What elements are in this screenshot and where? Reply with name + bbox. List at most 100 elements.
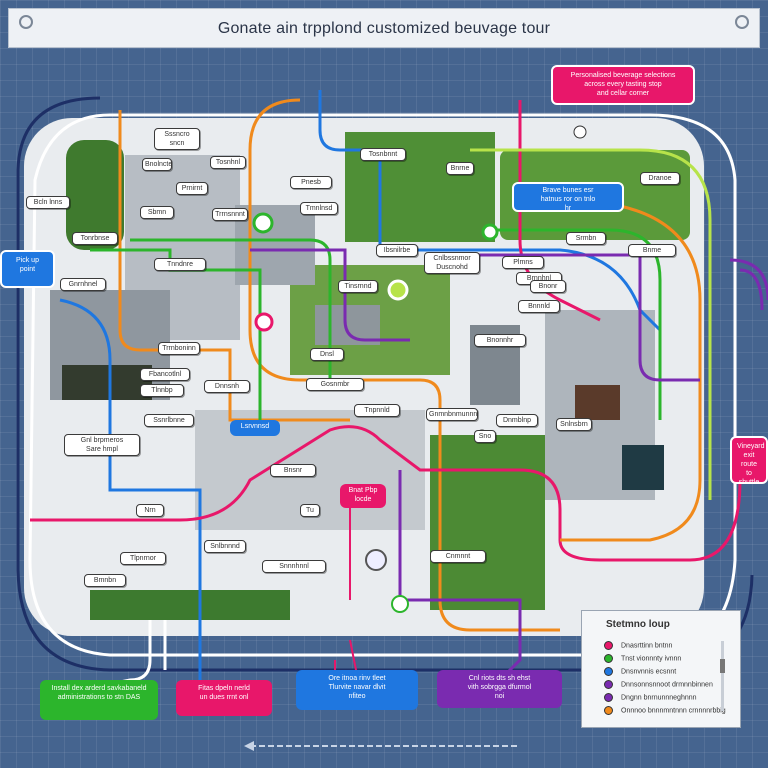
map-label[interactable]: Pnesb [290, 176, 332, 189]
legend-swatch-icon [604, 641, 613, 650]
stop-marker-icon[interactable] [252, 212, 274, 234]
stop-marker-icon[interactable] [365, 549, 387, 571]
legend-title: Stetmno loup [606, 619, 670, 630]
map-label[interactable]: Cnlbssnmor Duscnohd [424, 252, 480, 274]
legend-item: Dngnn bnrnunnneghnnn [604, 693, 697, 702]
map-label[interactable]: Bnonr [530, 280, 566, 293]
map-label[interactable]: Tosnhnl [210, 156, 246, 169]
pin-icon [19, 15, 33, 29]
callout-green: Install dex arderd savkabaneld administr… [40, 680, 158, 720]
map-label[interactable]: Snnnhnnl [262, 560, 326, 573]
map-label[interactable]: Sno [474, 430, 496, 443]
map-label[interactable]: Gnrnhnel [60, 278, 106, 291]
map-label[interactable]: Ssnrlbnne [144, 414, 194, 427]
legend-panel: Stetmno loup Dnasrttinn bntnn Tnst vionn… [581, 610, 741, 728]
legend-scrollbar[interactable] [720, 641, 725, 711]
white-route [79, 620, 167, 692]
scale-bar [244, 741, 520, 751]
legend-item: Dnnsonnsnnoot drmnnbinnen [604, 680, 713, 689]
map-label[interactable]: Srmbn [566, 232, 606, 245]
map-label[interactable]: Cnmnnt [430, 550, 486, 563]
map-label[interactable]: Trrnboninn [158, 342, 200, 355]
map-label[interactable]: Ibsnilrbe [376, 244, 418, 257]
building-block [235, 205, 315, 285]
callout-pickup: Pick up point [0, 250, 55, 288]
map-label[interactable]: Bcln lnns [26, 196, 70, 209]
legend-item: Tnst vionnnty ivnnn [604, 654, 681, 663]
map-label[interactable]: Tinsrnnd [338, 280, 378, 293]
orange-route [248, 98, 560, 632]
map-label[interactable]: Prnirnt [176, 182, 208, 195]
map-label[interactable]: Gnmnbnmunnn [426, 408, 478, 421]
legend-swatch-icon [604, 680, 613, 689]
map-label[interactable]: Tlnnbp [140, 384, 184, 397]
map-label[interactable]: Snlbnnnd [204, 540, 246, 553]
map-label[interactable]: Tmnlnsd [300, 202, 338, 215]
map-label[interactable]: Dnmblnp [496, 414, 538, 427]
blue-route [318, 90, 662, 332]
map-label[interactable]: Sbmn [140, 206, 174, 219]
legend-scroll-thumb[interactable] [720, 659, 725, 673]
map-label[interactable]: Dranoe [640, 172, 680, 185]
stop-marker-icon[interactable] [573, 125, 587, 139]
callout-purple: Cnl riots dts sh ehst vith sobrgga dfurm… [437, 670, 562, 708]
callout-blue: Ore itnoa rinv tleet Tlurvite navar dlvi… [296, 670, 418, 710]
bottle-rack [62, 365, 152, 400]
map-label[interactable]: Nrn [136, 504, 164, 517]
map-label[interactable]: Bnolncte [142, 158, 172, 171]
legend-item: Dnasrttinn bntnn [604, 641, 672, 650]
vineyard-patch [430, 435, 545, 610]
map-label[interactable]: Trrnsnnnt [212, 208, 248, 221]
map-label[interactable]: Bnsnr [270, 464, 316, 477]
legend-swatch-icon [604, 667, 613, 676]
legend-swatch-icon [604, 654, 613, 663]
map-label[interactable]: Snlnsbrn [556, 418, 592, 431]
map-label[interactable]: Bnme [628, 244, 676, 257]
callout-center-blue: Lsrvnnsd [230, 420, 280, 436]
pin-icon [735, 15, 749, 29]
callout-center-pink: Bnat Pbp locde [340, 484, 386, 508]
map-label[interactable]: Dnsl [310, 348, 344, 361]
map-label[interactable]: Tonrbnse [72, 232, 118, 245]
purple-route [250, 248, 410, 342]
map-label[interactable]: Bmnbn [84, 574, 126, 587]
map-label[interactable]: Tu [300, 504, 320, 517]
map-label[interactable]: Gnl brpmeros Sare hmpl [64, 434, 140, 456]
vineyard-patch [90, 590, 290, 620]
title-bar: Gonate ain trpplond customized beuvage t… [8, 8, 760, 48]
stop-marker-icon[interactable] [387, 279, 409, 301]
callout-info-blue: Brave bunes esr hatnus ror on tnlo hr [512, 182, 624, 212]
map-label[interactable]: Tosnbnnt [360, 148, 406, 161]
barrel-row [315, 305, 380, 345]
map-label[interactable]: Tnndnre [154, 258, 206, 271]
map-label[interactable]: Bnrne [446, 162, 474, 175]
crate-block [575, 385, 620, 420]
map-label[interactable]: Plmns [502, 256, 544, 269]
map-label[interactable]: Sssncro sncn [154, 128, 200, 150]
callout-pink: Fitas dpeln nerld un dues rrnt onl [176, 680, 272, 716]
green-route [130, 238, 332, 380]
legend-item: Dnsnvnnis ecsnnt [604, 667, 676, 676]
stop-marker-icon[interactable] [481, 223, 499, 241]
orange-route [559, 198, 702, 542]
vineyard-patch [66, 140, 124, 250]
blue-route [59, 298, 202, 700]
stop-marker-icon[interactable] [254, 312, 274, 332]
map-label[interactable]: Gosnmbr [306, 378, 364, 391]
page-title: Gonate ain trpplond customized beuvage t… [217, 20, 551, 37]
map-label[interactable]: Fbancotlnl [140, 368, 190, 381]
map-label[interactable]: Dnnsnh [204, 380, 250, 393]
lime-route [470, 148, 712, 500]
green-route [490, 228, 662, 420]
callout-exit: Vineyard exit route to shuttle [730, 436, 768, 484]
map-label[interactable]: Bnonnhr [474, 334, 526, 347]
tank-block [622, 445, 664, 490]
callout-top-right: Personalised beverage selections across … [551, 65, 695, 105]
legend-item: Onnnoo bnnnmntnnn crnnnnrbbig [604, 706, 726, 715]
stop-marker-icon[interactable] [391, 595, 409, 613]
map-label[interactable]: Tlpnrnor [120, 552, 166, 565]
map-label[interactable]: Tnpnnld [354, 404, 400, 417]
purple-route [470, 253, 700, 382]
map-label[interactable]: Bnnnld [518, 300, 560, 313]
